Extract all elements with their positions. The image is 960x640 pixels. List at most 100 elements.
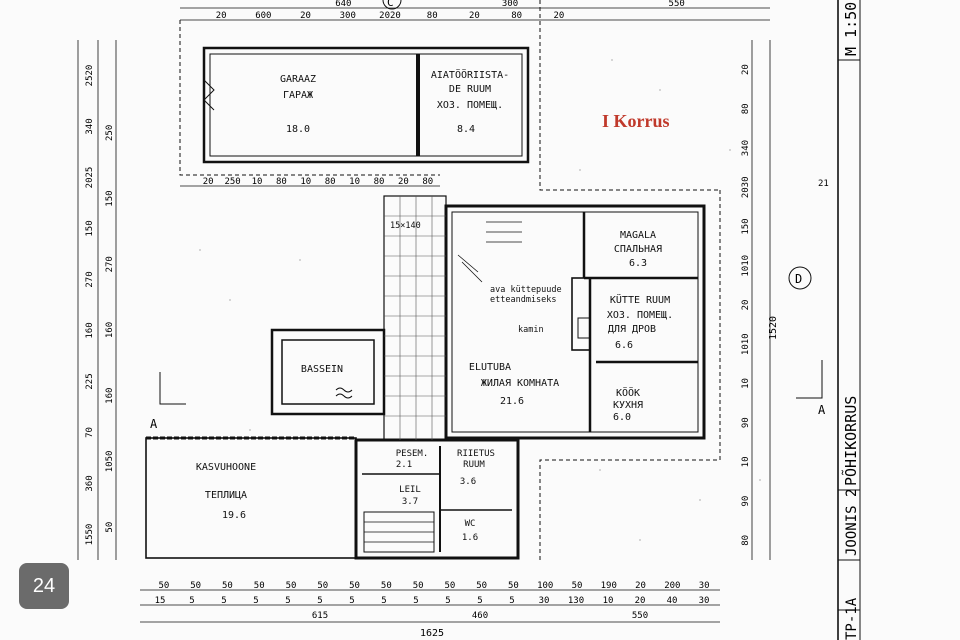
dimension-value: 80 [325, 177, 336, 187]
dimension-value: 80 [422, 177, 433, 187]
dimension-value: 5 [349, 596, 354, 606]
room-dressing: RIIETUS RUUM 3.6 [457, 449, 495, 487]
room-area: 21.6 [500, 396, 524, 407]
dimension-value: 2025 [85, 167, 95, 189]
dimension-value: 5 [445, 596, 450, 606]
room-name-ru: ТЕПЛИЦА [205, 490, 247, 501]
dimension-value: 250 [105, 125, 115, 141]
dimension-value: 50 [572, 581, 583, 591]
room-name-ru: ЖИЛАЯ КОМНАТА [481, 378, 559, 389]
dimension-value: 460 [472, 611, 488, 621]
dimension-value: 640 [335, 0, 351, 9]
flue-note: etteandmiseks [490, 295, 557, 305]
room-name: MAGALA [620, 230, 656, 241]
room-name: GARAAZ [280, 74, 316, 85]
room-storage: AIATÖÖRIISTA- DE RUUM ХОЗ. ПОМЕЩ. 8.4 [431, 68, 509, 135]
dimension-value: 20 [741, 64, 751, 75]
dimension-value: 130 [568, 596, 584, 606]
room-name: LEIL [399, 485, 421, 495]
page-number-badge: 24 [19, 563, 69, 609]
room-pool: BASSEIN [301, 364, 343, 375]
dimension-value: 150 [105, 190, 115, 206]
dimension-value: 2520 [85, 65, 95, 87]
room-name: BASSEIN [301, 364, 343, 375]
dimension-value: 270 [85, 271, 95, 287]
room-name: KÜTTE RUUM [610, 293, 670, 306]
dimension-right-total: 1520 [768, 316, 779, 340]
room-area: 19.6 [222, 510, 246, 521]
dimension-value: 300 [502, 0, 518, 9]
room-name: RIIETUS [457, 449, 495, 459]
room-name: PESEM. [396, 449, 429, 459]
dimension-value: 340 [741, 140, 751, 156]
axis-marker-top: C [382, 0, 402, 10]
room-kitchen: KÖÖK КУХНЯ 6.0 [613, 386, 643, 423]
dimension-value: 20 [469, 11, 480, 21]
room-name: RUUM [463, 460, 485, 470]
dimension-value: 50 [508, 581, 519, 591]
dimension-value: 80 [741, 535, 751, 546]
svg-text:D: D [795, 272, 802, 286]
dimension-value: 10 [252, 177, 263, 187]
room-name: KÖÖK [616, 386, 640, 399]
dimension-value: 1010 [741, 255, 751, 277]
room-bedroom: MAGALA СПАЛЬНАЯ 6.3 [614, 230, 662, 269]
room-wc: WC 1.6 [462, 519, 478, 543]
walls [145, 0, 721, 560]
dimension-value: 15 [155, 596, 166, 606]
room-garage: GARAAZ ГАРАЖ 18.0 [280, 74, 316, 135]
scale-label: M 1:50 [842, 2, 860, 56]
room-area: 6.6 [615, 340, 633, 351]
floor-name: PÕHIKORRUS [841, 396, 860, 486]
dimension-value: 550 [669, 0, 685, 9]
dimension-value: 20 [398, 177, 409, 187]
room-living: ELUTUBA ЖИЛАЯ КОМНАТА 21.6 [469, 362, 559, 407]
dimension-value: 160 [85, 322, 95, 338]
dimension-value: 2030 [741, 176, 751, 198]
dimension-value: 10 [741, 457, 751, 468]
dimension-value: 50 [444, 581, 455, 591]
dimension-value: 10 [741, 378, 751, 389]
dimension-value: 20 [635, 596, 646, 606]
room-name-ru: ГАРАЖ [283, 90, 313, 101]
dimension-value: 300 [340, 11, 356, 21]
dimension-value: 1010 [741, 333, 751, 355]
dimension-value: 200 [664, 581, 680, 591]
room-area: 18.0 [286, 124, 310, 135]
dimension-value: 10 [603, 596, 614, 606]
dimension-value: 160 [105, 322, 115, 338]
dimension-value: 50 [413, 581, 424, 591]
room-area: 2.1 [396, 460, 412, 470]
dimension-value: 600 [255, 11, 271, 21]
room-name: DE RUUM [449, 84, 491, 95]
pool-wave-icon [335, 387, 353, 399]
room-name-ru: ХОЗ. ПОМЕЩ. [607, 310, 673, 321]
section-mark-left: A [150, 417, 158, 431]
dimension-value: 50 [349, 581, 360, 591]
room-name-ru: ДЛЯ ДРОВ [608, 324, 656, 335]
dimension-value: 100 [537, 581, 553, 591]
dimension-value: 40 [667, 596, 678, 606]
dimension-value: 225 [85, 373, 95, 389]
dimension-lines [77, 7, 771, 623]
room-name: AIATÖÖRIISTA- [431, 68, 509, 81]
dimension-bottom-total: 1625 [420, 628, 444, 639]
dimension-value: 190 [601, 581, 617, 591]
dimension-value: 50 [222, 581, 233, 591]
fireplace-note: kamin [518, 325, 544, 335]
dimension-value: 340 [85, 118, 95, 134]
dimension-value: 50 [254, 581, 265, 591]
room-name-ru: КУХНЯ [613, 400, 643, 411]
dimension-value: 50 [105, 522, 115, 533]
dimension-value: 5 [317, 596, 322, 606]
dimension-value: 270 [105, 256, 115, 272]
walkway-tiles [384, 196, 446, 440]
room-area: 3.7 [402, 497, 418, 507]
